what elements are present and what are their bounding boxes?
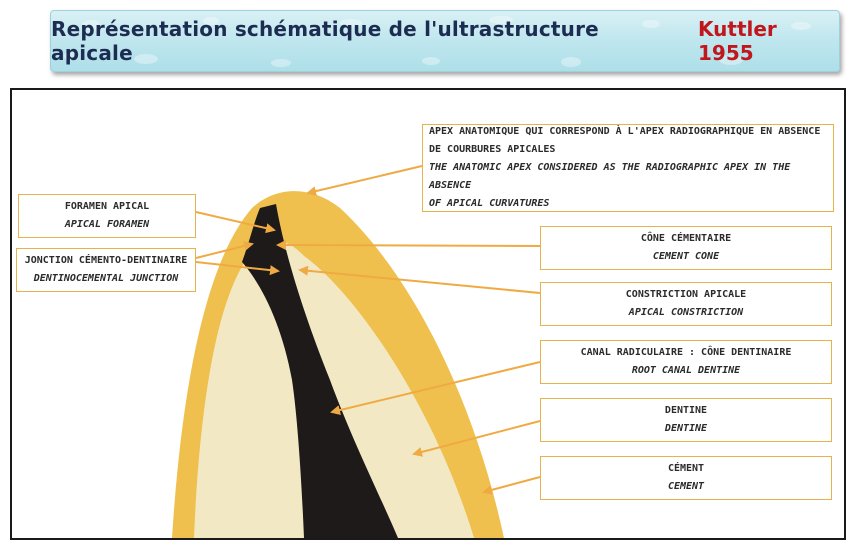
- label-foramen-en: APICAL FORAMEN: [64, 219, 150, 230]
- diagram-title: Représentation schématique de l'ultrastr…: [51, 17, 599, 65]
- root-apex-diagram: [172, 165, 541, 538]
- arrow-cement: [482, 476, 541, 495]
- arrow-canal: [330, 361, 541, 415]
- banner-title: Représentation schématique de l'ultrastr…: [51, 11, 839, 71]
- label-dentine-en: DENTINE: [664, 423, 708, 434]
- arrow-constriction: [298, 265, 541, 294]
- label-cement-en: CEMENT: [667, 481, 705, 492]
- label-cement: CÉMENT CEMENT: [540, 456, 832, 500]
- label-foramen-fr: FORAMEN APICAL: [64, 201, 150, 212]
- label-dentine-fr: DENTINE: [664, 405, 708, 416]
- label-cone-cementaire-fr: CÔNE CÉMENTAIRE: [640, 233, 732, 244]
- banner-droplet-texture: [64, 16, 811, 67]
- label-apex-anatomique: APEX ANATOMIQUE QUI CORRESPOND À L'APEX …: [422, 124, 834, 212]
- label-foramen-apical: FORAMEN APICAL APICAL FORAMEN: [18, 194, 196, 238]
- label-jonction-cemento-dentinaire: JONCTION CÉMENTO-DENTINAIRE DENTINOCEMEN…: [16, 248, 196, 292]
- label-cone-cementaire-en: CEMENT CONE: [652, 251, 720, 262]
- diagram-frame: APEX ANATOMIQUE QUI CORRESPOND À L'APEX …: [10, 88, 846, 540]
- arrow-cone-cementaire: [276, 240, 541, 251]
- label-cement-fr: CÉMENT: [667, 463, 705, 474]
- dentine-layer: [194, 240, 474, 538]
- label-apex-fr-line2: DE COURBURES APICALES: [429, 144, 556, 155]
- label-canal-radiculaire: CANAL RADICULAIRE : CÔNE DENTINAIRE ROOT…: [540, 340, 832, 384]
- arrow-apex: [306, 165, 423, 197]
- label-constriction-en: APICAL CONSTRICTION: [628, 307, 744, 318]
- title-banner: Représentation schématique de l'ultrastr…: [50, 10, 840, 72]
- label-canal-en: ROOT CANAL DENTINE: [631, 365, 741, 376]
- label-constriction-fr: CONSTRICTION APICALE: [625, 289, 747, 300]
- label-junction-en: DENTINOCEMENTAL JUNCTION: [33, 273, 179, 284]
- label-apex-en-line2: OF APICAL CURVATURES: [429, 198, 550, 209]
- label-cone-cementaire: CÔNE CÉMENTAIRE CEMENT CONE: [540, 226, 832, 270]
- arrow-foramen: [195, 211, 276, 234]
- label-junction-fr: JONCTION CÉMENTO-DENTINAIRE: [24, 255, 188, 266]
- arrow-dentine: [412, 420, 541, 457]
- label-dentine: DENTINE DENTINE: [540, 398, 832, 442]
- arrow-junction-2: [195, 261, 280, 276]
- label-apex-en-line1: THE ANATOMIC APEX CONSIDERED AS THE RADI…: [429, 162, 791, 191]
- label-apex-fr-line1: APEX ANATOMIQUE QUI CORRESPOND À L'APEX …: [429, 126, 821, 137]
- root-canal: [242, 204, 398, 538]
- arrow-junction-1: [195, 241, 254, 259]
- label-constriction-apicale: CONSTRICTION APICALE APICAL CONSTRICTION: [540, 282, 832, 326]
- diagram-author: Kuttler 1955: [698, 17, 777, 65]
- label-canal-fr: CANAL RADICULAIRE : CÔNE DENTINAIRE: [580, 347, 792, 358]
